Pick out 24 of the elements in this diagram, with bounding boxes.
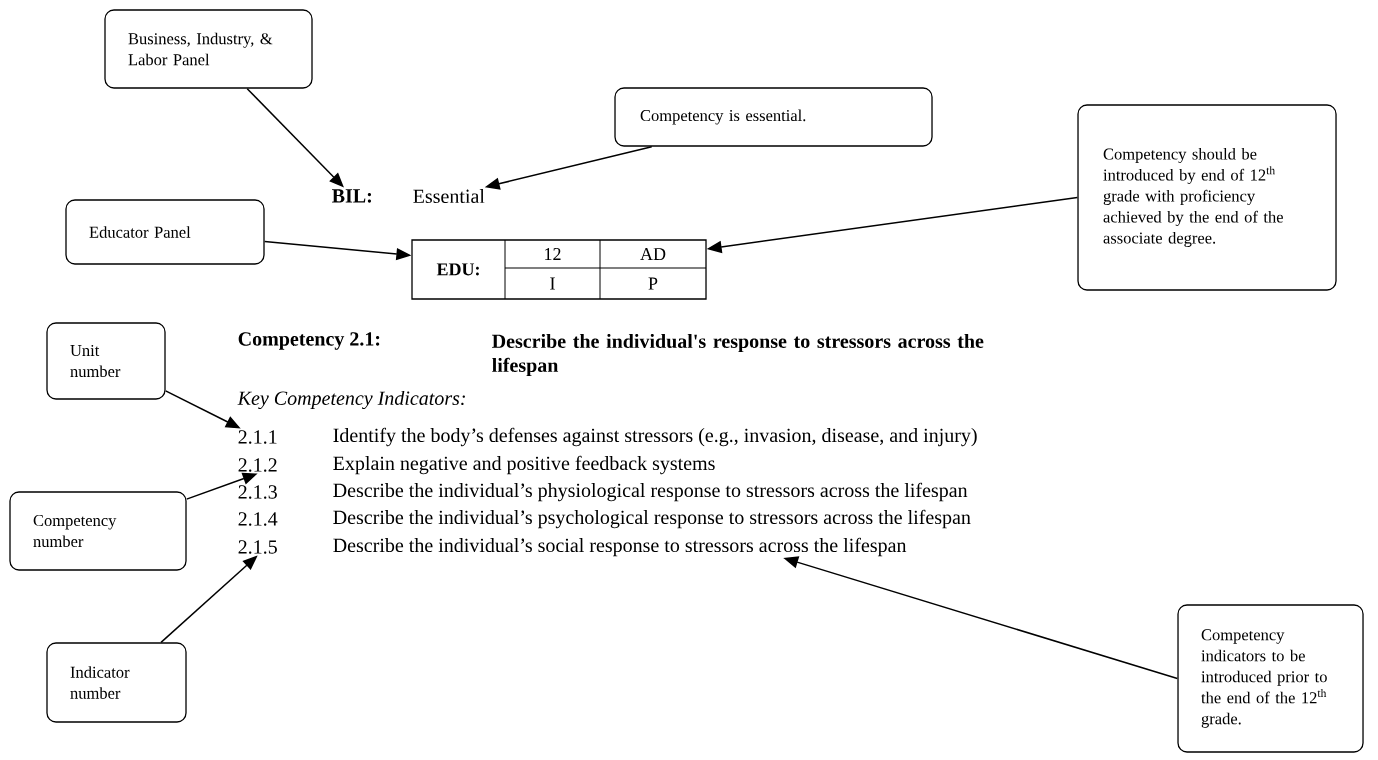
competency-title: Describe the individual's response to stressors across the lifespan	[492, 333, 984, 377]
callout-box: Competency should be introduced by end of 12$^{th}$ grade with proficiency achieved by the end of the associate degree.	[1077, 104, 1337, 291]
competency-heading: Competency 2.1:	[238, 332, 380, 350]
callout-box: Indicator number	[46, 642, 187, 723]
indicator-text: Describe the individual’s physiological response to stressors across the lifespan	[333, 482, 968, 502]
indicator-text: Describe the individual’s psychological response to stressors across the lifespan	[333, 509, 971, 529]
indicator-number: 2.1.5	[238, 540, 277, 554]
indicator-text: Describe the individual’s social response to stressors across the lifespan	[333, 537, 907, 557]
callout-box: Competency indicators to be introduced prior to the end of the 12$^{th}$ grade.	[1177, 604, 1364, 753]
callout-box: Competency is essential.	[614, 87, 933, 147]
indicator-number: 2.1.2	[238, 458, 277, 472]
indicator-number: 2.1.4	[238, 512, 278, 526]
indicator-text: Identify the body’s defenses against stressors (e.g., invasion, disease, and injury)	[333, 427, 977, 447]
label-text: BIL:	[332, 189, 372, 203]
callout-box: Unit number	[46, 322, 166, 400]
rating-table: EDU: 12 AD I P	[411, 239, 707, 300]
indicator-text: Explain negative and positive feedback systems	[333, 455, 715, 475]
indicator-number: 2.1.3	[238, 485, 277, 499]
indicator-text: Essential	[413, 188, 485, 204]
callout-box: Business, Industry, & Labor Panel	[104, 9, 313, 89]
indicators-heading: Key Competency Indicators:	[237, 390, 465, 410]
indicator-number: 2.1.1	[238, 430, 277, 444]
callout-box: Competency number	[9, 491, 187, 571]
callout-box: Educator Panel	[65, 199, 265, 265]
